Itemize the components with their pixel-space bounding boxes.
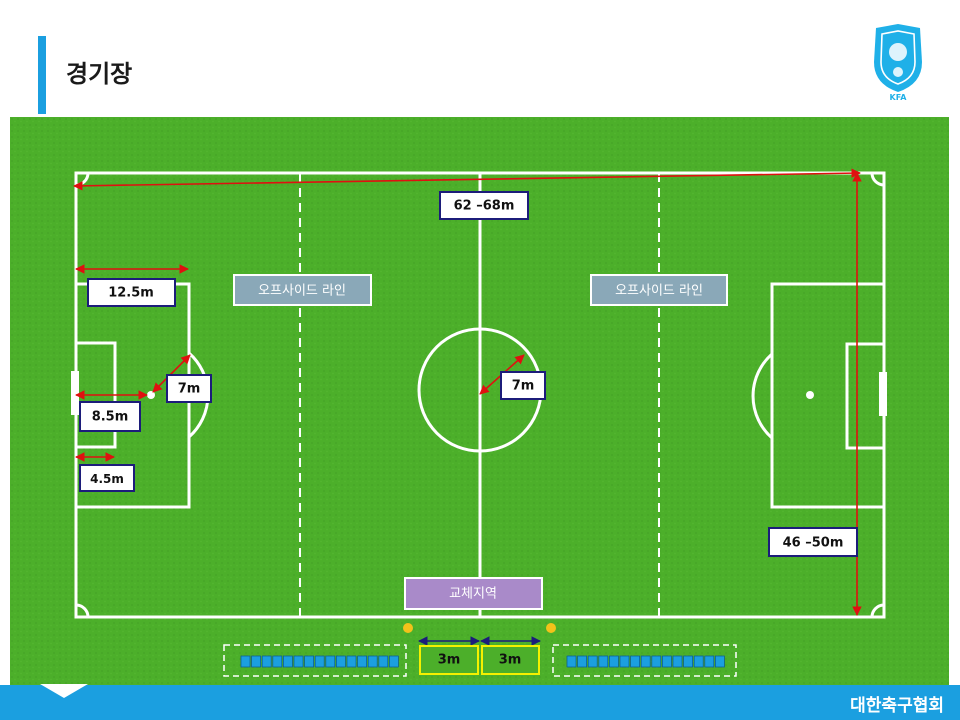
page-title: 경기장 (66, 60, 133, 88)
sub-right-box: 3m (481, 645, 540, 675)
sub-left-box: 3m (419, 645, 479, 675)
length-arrow (73, 168, 861, 191)
sub-right-label: 3m (499, 653, 522, 668)
bench-seat (293, 655, 304, 668)
bench-seat (672, 655, 683, 668)
bench-seat (566, 655, 577, 668)
soccer-field-diagram: 62 –68m 46 –50m 12.5m 8.5m 4.5m 7m 7m 오프… (10, 117, 949, 685)
right-bench-seats (566, 655, 725, 668)
bench-seat (346, 655, 357, 668)
left-bench-seats (240, 655, 399, 668)
bench-seat (251, 655, 262, 668)
substitution-zone-label: 교체지역 (449, 587, 497, 602)
bench-seat (261, 655, 272, 668)
left-sub-marker (403, 623, 413, 633)
goal-area-label-box: 4.5m (79, 464, 135, 492)
bench-seat (704, 655, 715, 668)
bench-seat (609, 655, 619, 668)
left-goal (71, 371, 79, 415)
center-circle-label-box: 7m (500, 371, 546, 400)
right-penalty-spot (806, 391, 814, 399)
bench-seat (640, 655, 651, 668)
right-goal (879, 372, 887, 416)
penalty-arc-radius-arrow (152, 354, 191, 393)
bench-seat (240, 655, 251, 668)
footer-org-name: 대한축구협회 (850, 696, 944, 716)
width-label: 46 –50m (783, 536, 844, 551)
bench-seat (619, 655, 630, 668)
length-label-box: 62 –68m (439, 191, 529, 220)
right-bench-area (552, 644, 737, 677)
corner-arc-br (870, 603, 885, 618)
length-label: 62 –68m (454, 199, 515, 214)
bench-seat (314, 655, 325, 668)
bench-seat (630, 655, 640, 668)
goal-area-label: 4.5m (90, 472, 124, 486)
bench-seat (662, 655, 672, 668)
sub-left-label: 3m (438, 653, 461, 668)
penalty-spot-label-box: 8.5m (79, 401, 141, 432)
bench-seat (683, 655, 693, 668)
kfa-logo: KFA (874, 24, 922, 102)
bench-seat (651, 655, 662, 668)
footer-notch (40, 684, 88, 698)
bench-seat (325, 655, 336, 668)
title-accent-bar (38, 36, 46, 114)
bench-seat (587, 655, 598, 668)
offside-right-label: 오프사이드 라인 (615, 284, 703, 299)
offside-left-label: 오프사이드 라인 (258, 284, 346, 299)
bench-seat (304, 655, 315, 668)
right-penalty-arc (751, 352, 773, 440)
footer-bar: 대한축구협회 (0, 684, 960, 720)
bench-seat (598, 655, 609, 668)
bench-seat (577, 655, 587, 668)
penalty-arc-label-box: 7m (166, 374, 212, 403)
offside-right-box: 오프사이드 라인 (590, 274, 728, 306)
offside-left-box: 오프사이드 라인 (233, 274, 372, 306)
bench-seat (272, 655, 283, 668)
bench-seat (715, 655, 725, 668)
left-penalty-spot (147, 391, 155, 399)
bench-seat (693, 655, 704, 668)
center-circle-radius-label: 7m (512, 379, 535, 394)
right-sub-marker (546, 623, 556, 633)
penalty-spot-label: 8.5m (92, 410, 129, 425)
bench-seat (388, 655, 399, 668)
substitution-zone-box: 교체지역 (404, 577, 543, 610)
penalty-depth-label: 12.5m (108, 286, 154, 301)
corner-arc-tr (870, 172, 885, 187)
bench-seat (357, 655, 368, 668)
penalty-depth-label-box: 12.5m (87, 278, 176, 307)
corner-arc-bl (75, 603, 90, 618)
penalty-arc-radius-label: 7m (178, 382, 201, 397)
bench-seat (367, 655, 378, 668)
left-bench-area (223, 644, 407, 677)
logo-text: KFA (890, 93, 908, 102)
bench-seat (282, 655, 293, 668)
width-label-box: 46 –50m (768, 527, 858, 557)
bench-seat (335, 655, 346, 668)
bench-seat (378, 655, 389, 668)
